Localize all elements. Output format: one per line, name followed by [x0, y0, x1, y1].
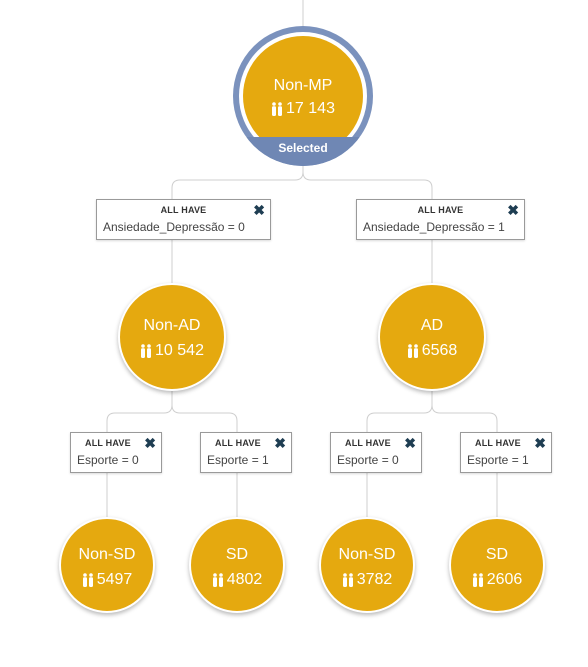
condition-header: ALL HAVE	[475, 438, 521, 448]
close-icon[interactable]: ✖	[507, 202, 519, 218]
node-non-sd-right[interactable]: Non-SD 3782	[319, 517, 415, 613]
node-count: 17 143	[243, 100, 363, 118]
people-icon	[82, 573, 93, 587]
selected-badge: Selected	[233, 137, 373, 166]
condition-expression: Esporte = 1	[467, 453, 529, 467]
root-node-selected[interactable]: Non-MP 17 143 Selected	[233, 26, 373, 166]
condition-box-esporte-1: ALL HAVE Esporte = 1 ✖	[200, 432, 292, 473]
close-icon[interactable]: ✖	[274, 435, 286, 451]
close-icon[interactable]: ✖	[404, 435, 416, 451]
node-count: 4802	[191, 570, 283, 590]
condition-header: ALL HAVE	[85, 438, 131, 448]
node-count: 2606	[451, 570, 543, 590]
node-count-value: 3782	[356, 571, 393, 588]
node-count-value: 10 542	[155, 342, 204, 359]
close-icon[interactable]: ✖	[144, 435, 156, 451]
node-count-value: 17 143	[286, 100, 335, 117]
node-label: Non-SD	[338, 546, 396, 563]
condition-box-ansiedade-1: ALL HAVE Ansiedade_Depressão = 1 ✖	[356, 199, 525, 240]
close-icon[interactable]: ✖	[534, 435, 546, 451]
node-sd-left[interactable]: SD 4802	[189, 517, 285, 613]
condition-expression: Ansiedade_Depressão = 0	[103, 220, 245, 234]
condition-expression: Esporte = 1	[207, 453, 269, 467]
node-count: 6568	[380, 341, 484, 361]
people-icon	[472, 573, 483, 587]
node-count-value: 6568	[421, 342, 458, 359]
close-icon[interactable]: ✖	[253, 202, 265, 218]
people-icon	[141, 344, 152, 358]
condition-box-esporte-0: ALL HAVE Esporte = 0 ✖	[330, 432, 422, 473]
node-sd-right[interactable]: SD 2606	[449, 517, 545, 613]
node-count: 10 542	[120, 341, 224, 361]
condition-box-esporte-0: ALL HAVE Esporte = 0 ✖	[70, 432, 162, 473]
node-label: SD	[485, 546, 509, 563]
condition-expression: Esporte = 0	[77, 453, 139, 467]
node-label: SD	[225, 546, 249, 563]
node-count: 5497	[61, 570, 153, 590]
node-label: Non-AD	[143, 317, 201, 334]
node-non-sd-left[interactable]: Non-SD 5497	[59, 517, 155, 613]
node-ad[interactable]: AD 6568	[378, 283, 486, 391]
condition-header: ALL HAVE	[345, 438, 391, 448]
condition-box-esporte-1: ALL HAVE Esporte = 1 ✖	[460, 432, 552, 473]
node-count-value: 2606	[486, 571, 523, 588]
node-count-value: 4802	[226, 571, 263, 588]
people-icon	[342, 573, 353, 587]
node-label: Non-MP	[273, 77, 333, 94]
node-label: Non-SD	[78, 546, 136, 563]
node-label: AD	[420, 317, 444, 334]
condition-expression: Esporte = 0	[337, 453, 399, 467]
people-icon	[272, 102, 283, 116]
people-icon	[407, 344, 418, 358]
condition-expression: Ansiedade_Depressão = 1	[363, 220, 505, 234]
people-icon	[212, 573, 223, 587]
condition-header: ALL HAVE	[215, 438, 261, 448]
node-count: 3782	[321, 570, 413, 590]
node-non-ad[interactable]: Non-AD 10 542	[118, 283, 226, 391]
node-count-value: 5497	[96, 571, 133, 588]
condition-header: ALL HAVE	[160, 205, 207, 215]
condition-box-ansiedade-0: ALL HAVE Ansiedade_Depressão = 0 ✖	[96, 199, 271, 240]
root-node-non-mp[interactable]: Non-MP 17 143	[243, 36, 363, 156]
condition-header: ALL HAVE	[417, 205, 464, 215]
